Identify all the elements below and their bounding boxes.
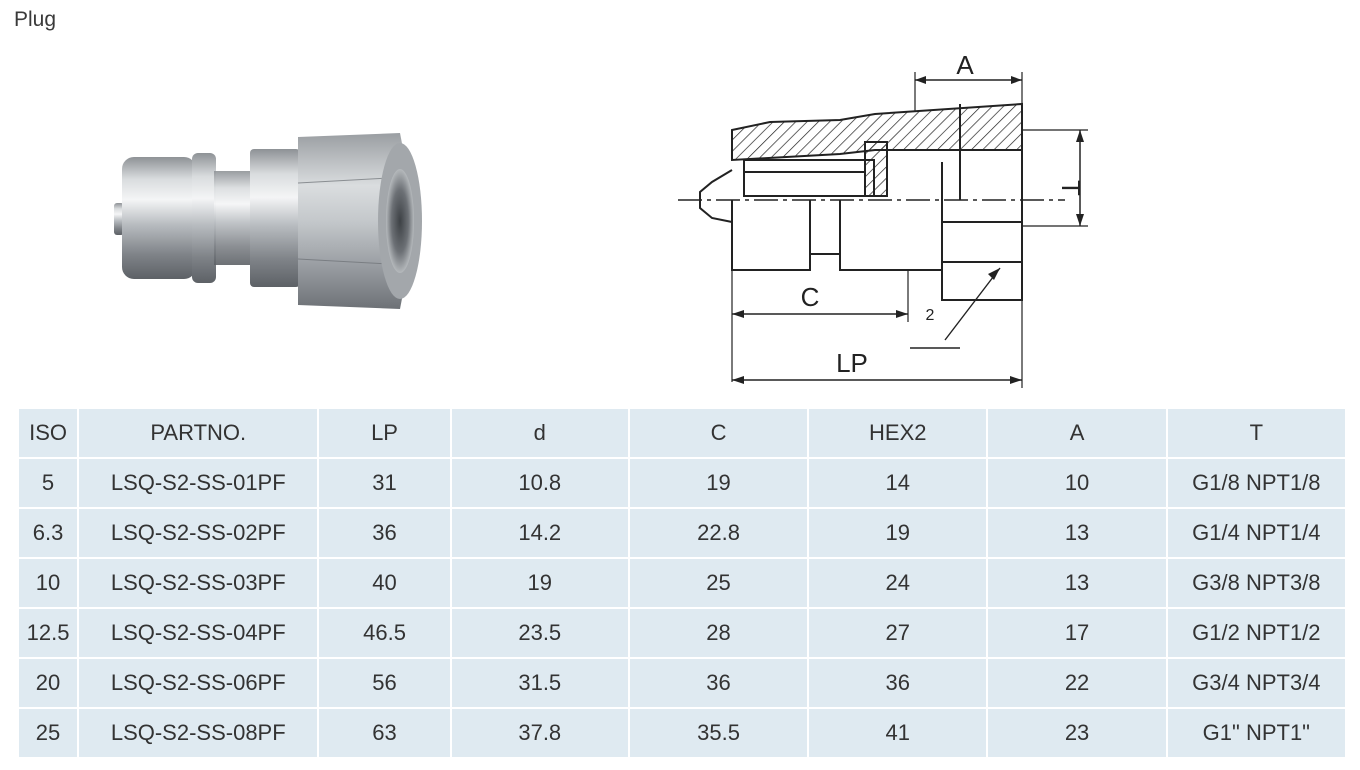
cell-c: 22.8 [629, 509, 808, 557]
dim-label-c: C [801, 282, 820, 312]
table-row: 20 LSQ-S2-SS-06PF 56 31.5 36 36 22 G3/4 … [19, 659, 1345, 707]
cell-lp: 56 [319, 659, 450, 707]
cell-iso: 5 [19, 459, 78, 507]
table-row: 6.3 LSQ-S2-SS-02PF 36 14.2 22.8 19 13 G1… [19, 509, 1345, 557]
page-title: Plug [14, 8, 57, 31]
cell-iso: 25 [19, 709, 78, 757]
cell-hex2: 19 [809, 509, 987, 557]
cell-lp: 46.5 [319, 609, 450, 657]
cell-d: 10.8 [451, 459, 628, 507]
cell-iso: 12.5 [19, 609, 78, 657]
plug-photo [114, 133, 422, 309]
header-d: d [451, 409, 628, 457]
cell-hex2: 27 [809, 609, 987, 657]
cell-c: 36 [629, 659, 808, 707]
cell-lp: 63 [319, 709, 450, 757]
cell-hex2: 14 [809, 459, 987, 507]
cell-lp: 40 [319, 559, 450, 607]
header-c: C [629, 409, 808, 457]
cell-d: 31.5 [451, 659, 628, 707]
cell-t: G3/8 NPT3/8 [1167, 559, 1345, 607]
dim-label-hex: 2 [926, 307, 935, 324]
cell-hex2: 24 [809, 559, 987, 607]
cell-t: G1/2 NPT1/2 [1167, 609, 1345, 657]
cell-d: 19 [451, 559, 628, 607]
cell-t: G1/8 NPT1/8 [1167, 459, 1345, 507]
cell-a: 17 [988, 609, 1166, 657]
cell-a: 13 [988, 509, 1166, 557]
cell-c: 28 [629, 609, 808, 657]
cell-partno: LSQ-S2-SS-04PF [79, 609, 318, 657]
table-row: 10 LSQ-S2-SS-03PF 40 19 25 24 13 G3/8 NP… [19, 559, 1345, 607]
cell-partno: LSQ-S2-SS-01PF [79, 459, 318, 507]
cell-c: 19 [629, 459, 808, 507]
cell-partno: LSQ-S2-SS-02PF [79, 509, 318, 557]
cell-lp: 31 [319, 459, 450, 507]
cell-t: G1" NPT1" [1167, 709, 1345, 757]
header-t: T [1167, 409, 1345, 457]
header-a: A [988, 409, 1166, 457]
header-partno: PARTNO. [79, 409, 318, 457]
table-header-row: ISO PARTNO. LP d C HEX2 A T [19, 409, 1345, 457]
dim-label-lp: LP [836, 348, 868, 378]
cell-a: 22 [988, 659, 1166, 707]
cell-iso: 6.3 [19, 509, 78, 557]
spec-table: ISO PARTNO. LP d C HEX2 A T 5 LSQ-S2-SS-… [17, 407, 1347, 759]
cell-t: G3/4 NPT3/4 [1167, 659, 1345, 707]
header-lp: LP [319, 409, 450, 457]
table-row: 25 LSQ-S2-SS-08PF 63 37.8 35.5 41 23 G1"… [19, 709, 1345, 757]
cell-partno: LSQ-S2-SS-03PF [79, 559, 318, 607]
cell-t: G1/4 NPT1/4 [1167, 509, 1345, 557]
cell-partno: LSQ-S2-SS-06PF [79, 659, 318, 707]
cell-d: 14.2 [451, 509, 628, 557]
cell-iso: 20 [19, 659, 78, 707]
plug-section-drawing: A T C LP 2 [678, 50, 1088, 388]
cell-iso: 10 [19, 559, 78, 607]
header-hex2: HEX2 [809, 409, 987, 457]
dim-label-t: T [1056, 180, 1086, 196]
dim-label-a: A [956, 50, 974, 80]
cell-a: 13 [988, 559, 1166, 607]
cell-hex2: 41 [809, 709, 987, 757]
cell-hex2: 36 [809, 659, 987, 707]
cell-a: 10 [988, 459, 1166, 507]
cell-d: 23.5 [451, 609, 628, 657]
cell-c: 35.5 [629, 709, 808, 757]
cell-c: 25 [629, 559, 808, 607]
table-row: 12.5 LSQ-S2-SS-04PF 46.5 23.5 28 27 17 G… [19, 609, 1345, 657]
table-row: 5 LSQ-S2-SS-01PF 31 10.8 19 14 10 G1/8 N… [19, 459, 1345, 507]
cell-d: 37.8 [451, 709, 628, 757]
cell-lp: 36 [319, 509, 450, 557]
header-iso: ISO [19, 409, 78, 457]
cell-partno: LSQ-S2-SS-08PF [79, 709, 318, 757]
cell-a: 23 [988, 709, 1166, 757]
